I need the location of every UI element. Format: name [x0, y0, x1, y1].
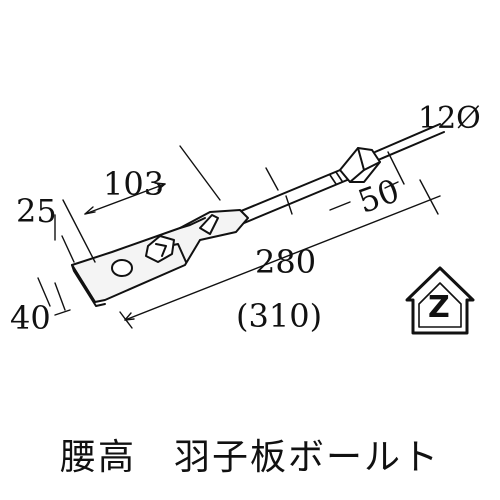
- hex-nut: [339, 147, 381, 183]
- flat-plate: [71, 209, 249, 307]
- brand-logo: [405, 266, 475, 335]
- dimension-lines: [37, 145, 441, 329]
- dim-310: (310): [236, 297, 323, 335]
- logo-letter: Z: [428, 290, 450, 325]
- dim-25: 25: [16, 192, 57, 230]
- dim-103: 103: [103, 165, 165, 203]
- diagram-caption: 腰高 羽子板ボールト: [59, 437, 440, 478]
- dim-280: 280: [255, 243, 317, 281]
- dim-40: 40: [10, 299, 51, 337]
- dim-rod-diameter: 12Ø: [418, 101, 481, 136]
